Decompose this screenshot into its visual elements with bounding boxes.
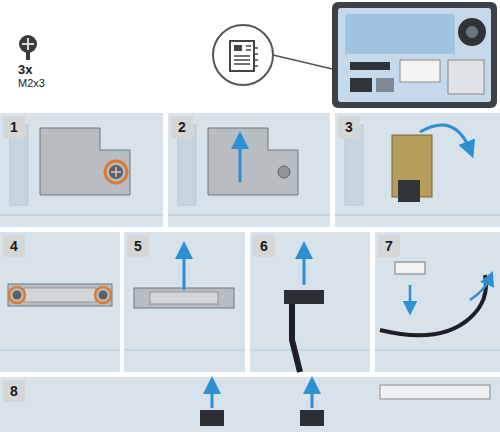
screw-icon <box>19 35 37 60</box>
step-panel: 8 <box>0 377 500 432</box>
step-number: 8 <box>3 380 25 402</box>
cable-step3 <box>392 125 470 202</box>
step-panel: 3 <box>335 113 500 227</box>
laptop-base <box>332 2 497 108</box>
board-icon <box>213 25 345 85</box>
step-number: 1 <box>3 116 25 138</box>
cable-step7 <box>380 262 490 335</box>
step-panel: 1 <box>0 113 163 227</box>
panel-backgrounds <box>0 113 500 432</box>
bracket-step5 <box>134 250 234 308</box>
bracket-step1 <box>40 128 130 195</box>
board-texture <box>0 125 500 350</box>
step-number: 3 <box>338 116 360 138</box>
connector-step6 <box>284 250 324 372</box>
bracket-step2 <box>208 128 298 195</box>
step-number: 2 <box>171 116 193 138</box>
step-number: 4 <box>3 235 25 257</box>
board-step8 <box>200 385 490 426</box>
step-panel: 5 <box>124 232 245 372</box>
step-number: 5 <box>127 235 149 257</box>
step-panel: 7 <box>375 232 500 372</box>
screw-size: M2x3 <box>18 77 45 89</box>
step-panel: 6 <box>250 232 370 372</box>
step-number: 6 <box>253 235 275 257</box>
step-panel: 4 <box>0 232 120 372</box>
screw-count: 3x <box>18 62 32 77</box>
step-number: 7 <box>378 235 400 257</box>
step-panel: 2 <box>168 113 330 227</box>
bracket-step4 <box>8 284 112 306</box>
